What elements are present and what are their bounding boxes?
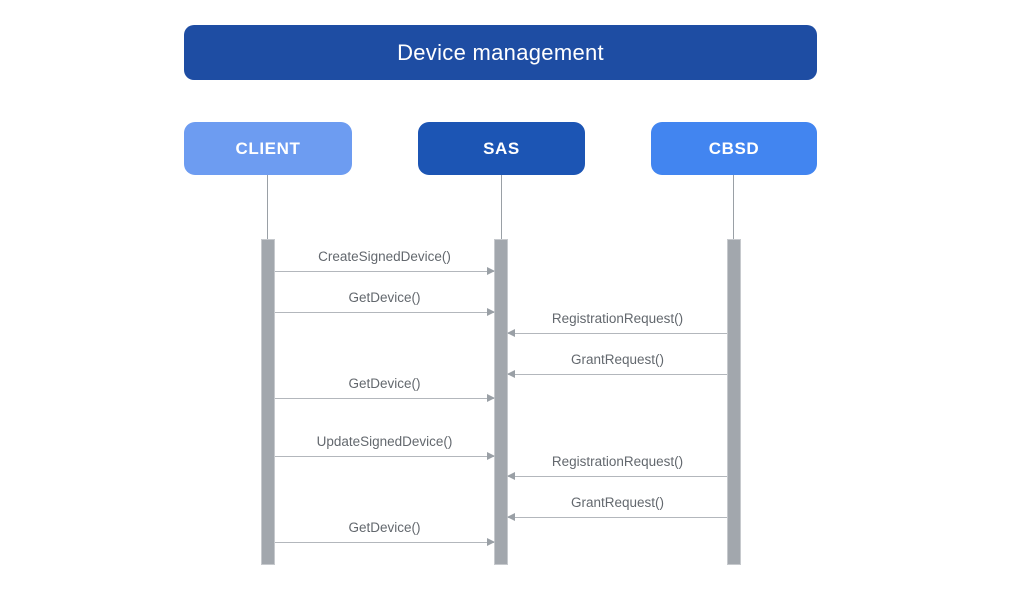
message-grant-request-2: GrantRequest() <box>507 495 727 521</box>
arrow-right-icon <box>487 308 495 316</box>
message-arrow-line <box>275 452 495 460</box>
message-arrow-line <box>507 513 727 521</box>
lifeline-cbsd <box>733 175 734 239</box>
arrow-left-icon <box>507 472 515 480</box>
diagram-title: Device management <box>397 39 604 65</box>
message-label: RegistrationRequest() <box>551 311 684 326</box>
message-label: GetDevice() <box>348 376 421 391</box>
message-create-signed-device: CreateSignedDevice() <box>275 249 495 275</box>
arrow-left-icon <box>507 329 515 337</box>
message-update-signed-device: UpdateSignedDevice() <box>275 434 495 460</box>
message-registration-request-1: RegistrationRequest() <box>507 311 727 337</box>
activation-bar-client <box>261 239 275 565</box>
message-label: GetDevice() <box>348 520 421 535</box>
message-arrow-line <box>275 538 495 546</box>
activation-bar-cbsd <box>727 239 741 565</box>
message-grant-request-1: GrantRequest() <box>507 352 727 378</box>
arrow-right-icon <box>487 394 495 402</box>
message-get-device-3: GetDevice() <box>275 520 495 546</box>
message-label: UpdateSignedDevice() <box>316 434 453 449</box>
arrow-left-icon <box>507 513 515 521</box>
arrow-right-icon <box>487 452 495 460</box>
message-label: RegistrationRequest() <box>551 454 684 469</box>
arrow-right-icon <box>487 267 495 275</box>
lifeline-client <box>267 175 268 239</box>
message-arrow-line <box>507 370 727 378</box>
message-registration-request-2: RegistrationRequest() <box>507 454 727 480</box>
actor-cbsd: CBSD <box>651 122 817 175</box>
message-get-device-1: GetDevice() <box>275 290 495 316</box>
message-arrow-line <box>275 308 495 316</box>
activation-bar-sas <box>494 239 508 565</box>
message-label: CreateSignedDevice() <box>318 249 451 264</box>
message-get-device-2: GetDevice() <box>275 376 495 402</box>
message-arrow-line <box>275 267 495 275</box>
lifeline-sas <box>501 175 502 239</box>
message-arrow-line <box>275 394 495 402</box>
arrow-left-icon <box>507 370 515 378</box>
arrow-right-icon <box>487 538 495 546</box>
message-arrow-line <box>507 472 727 480</box>
message-arrow-line <box>507 329 727 337</box>
message-label: GrantRequest() <box>570 495 665 510</box>
actor-client: CLIENT <box>184 122 352 175</box>
actor-sas: SAS <box>418 122 585 175</box>
diagram-title-banner: Device management <box>184 25 817 80</box>
message-label: GetDevice() <box>348 290 421 305</box>
message-label: GrantRequest() <box>570 352 665 367</box>
